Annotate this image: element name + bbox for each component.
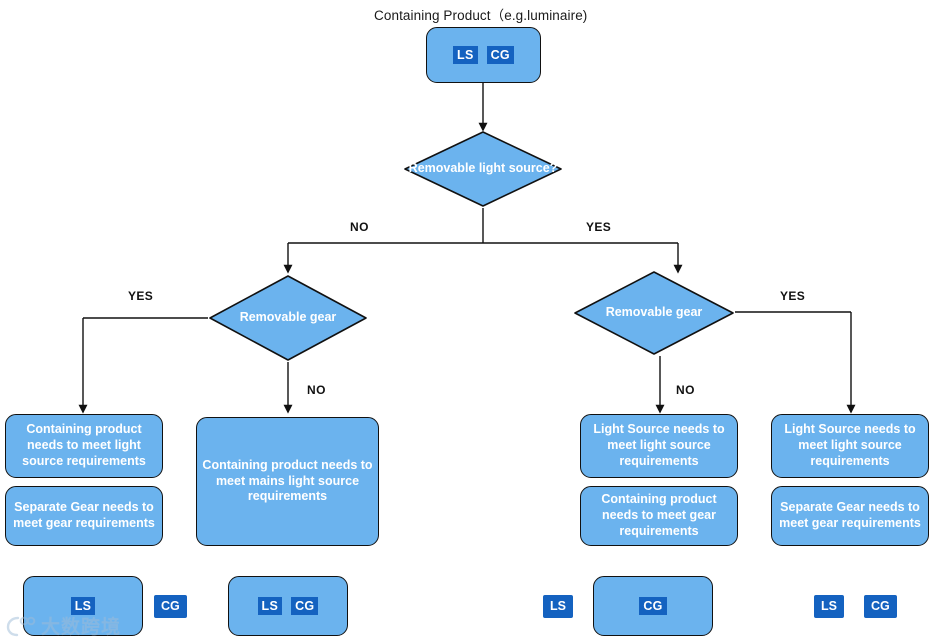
- decision-label: Removable gear: [239, 310, 337, 325]
- edge-label-left-no: NO: [307, 383, 326, 397]
- legend-box-2[interactable]: LS CG: [228, 576, 348, 636]
- outcome-separate-gear-left[interactable]: Separate Gear needs to meet gear require…: [5, 486, 163, 546]
- outcome-containing-product-light-source[interactable]: Containing product needs to meet light s…: [5, 414, 163, 478]
- edge-label-right-no: NO: [676, 383, 695, 397]
- edge-label-right-yes: YES: [780, 289, 806, 303]
- outcome-text: Separate Gear needs to meet gear require…: [779, 500, 921, 530]
- outcome-separate-gear-right[interactable]: Separate Gear needs to meet gear require…: [771, 486, 929, 546]
- edge-label-root-no: NO: [350, 220, 369, 234]
- legend-badge-cg-outside-1: CG: [154, 595, 187, 618]
- outcome-text: Light Source needs to meet light source …: [593, 422, 725, 468]
- outcome-text: Light Source needs to meet light source …: [784, 422, 916, 468]
- legend-box-3[interactable]: CG: [593, 576, 713, 636]
- legend-badge-ls-outside-4: LS: [814, 595, 844, 618]
- node-containing-product[interactable]: LS CG: [426, 27, 541, 83]
- badge-group: LS CG: [453, 45, 514, 65]
- legend-badge-cg-outside-4: CG: [864, 595, 897, 618]
- legend-badge-cg: CG: [291, 596, 319, 616]
- outcome-text: Separate Gear needs to meet gear require…: [13, 500, 155, 530]
- diagram-title: Containing Product（e.g.luminaire): [374, 8, 588, 23]
- outcome-text: Containing product needs to meet gear re…: [601, 492, 717, 538]
- outcome-containing-product-mains[interactable]: Containing product needs to meet mains l…: [196, 417, 379, 546]
- legend-box-1[interactable]: LS: [23, 576, 143, 636]
- outcome-light-source-mid[interactable]: Light Source needs to meet light source …: [580, 414, 738, 478]
- legend-badge-ls: LS: [70, 596, 96, 616]
- edge-label-root-yes: YES: [586, 220, 612, 234]
- outcome-text: Containing product needs to meet mains l…: [202, 457, 373, 504]
- outcome-containing-product-gear[interactable]: Containing product needs to meet gear re…: [580, 486, 738, 546]
- outcome-text: Containing product needs to meet light s…: [22, 422, 146, 468]
- legend-badge-cg: CG: [639, 596, 667, 616]
- badge-ls: LS: [453, 45, 478, 65]
- legend-badge-ls: LS: [257, 596, 283, 616]
- decision-label: Removable light source?: [408, 161, 558, 176]
- legend-badge-ls-outside-3: LS: [543, 595, 573, 618]
- badge-cg: CG: [486, 45, 514, 65]
- edge-label-left-yes: YES: [128, 289, 154, 303]
- decision-label: Removable gear: [605, 305, 703, 320]
- outcome-light-source-right[interactable]: Light Source needs to meet light source …: [771, 414, 929, 478]
